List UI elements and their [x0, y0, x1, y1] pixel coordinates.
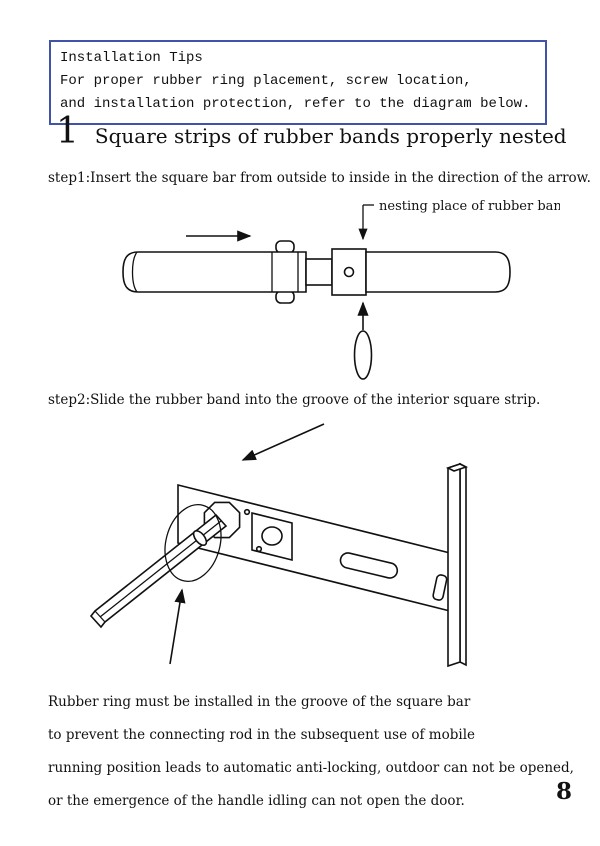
footer-line-2: to prevent the connecting rod in the sub… [48, 727, 476, 743]
footer-paragraph: Rubber ring must be installed in the gro… [48, 686, 574, 818]
step1-text: step1:Insert the square bar from outside… [48, 170, 591, 186]
faceplate-front [447, 462, 461, 668]
diagram1-svg: nesting place of rubber bands [122, 199, 577, 380]
screw-hole [343, 266, 355, 278]
diagram-lock-body [40, 412, 560, 694]
section-number: 1 [56, 111, 79, 152]
tips-line-1: Installation Tips [60, 50, 203, 66]
tips-line-3: and installation protection, refer to th… [60, 96, 531, 112]
footer-line-4: or the emergence of the handle idling ca… [48, 793, 465, 809]
rubber-ring [192, 530, 208, 546]
section-title: Square strips of rubber bands properly n… [94, 124, 567, 148]
square-bar [89, 513, 228, 629]
tips-line-2: For proper rubber ring placement, screw … [60, 73, 472, 89]
cylinder-hole [261, 526, 283, 546]
diagram2-svg [89, 423, 469, 668]
diagram1-label: nesting place of rubber bands [379, 199, 560, 214]
faceplate-side [459, 462, 467, 667]
faceplate-top [445, 463, 469, 472]
cylinder-screw-dot [255, 545, 263, 553]
ring-pointer-arrow [169, 588, 186, 665]
square-bar-assembly [122, 240, 511, 304]
step2-text: step2:Slide the rubber band into the gro… [48, 392, 541, 408]
faceplate-strip [445, 462, 469, 668]
label-leader-arrow [358, 204, 374, 241]
footer-line-1: Rubber ring must be installed in the gro… [48, 694, 471, 710]
latch-slot [339, 552, 399, 579]
section-heading: 1 Square strips of rubber bands properly… [56, 114, 567, 150]
left-rod-cap-line [131, 251, 138, 293]
highlight-circle [164, 504, 222, 582]
rubber-ring [353, 330, 373, 380]
connector-neck [305, 258, 333, 286]
right-rod [365, 251, 511, 293]
plate-screw-dot [243, 508, 251, 516]
clip-bump-top [275, 240, 295, 254]
bolt-slot [432, 574, 448, 601]
left-rod [122, 251, 307, 293]
footer-line-3: running position leads to automatic anti… [48, 760, 574, 776]
diagram-rubber-band-nesting: nesting place of rubber bands [40, 192, 577, 388]
page-number: 8 [555, 778, 572, 805]
slide-direction-arrow [241, 423, 325, 461]
installation-tips-box: Installation Tips For proper rubber ring… [49, 40, 547, 125]
